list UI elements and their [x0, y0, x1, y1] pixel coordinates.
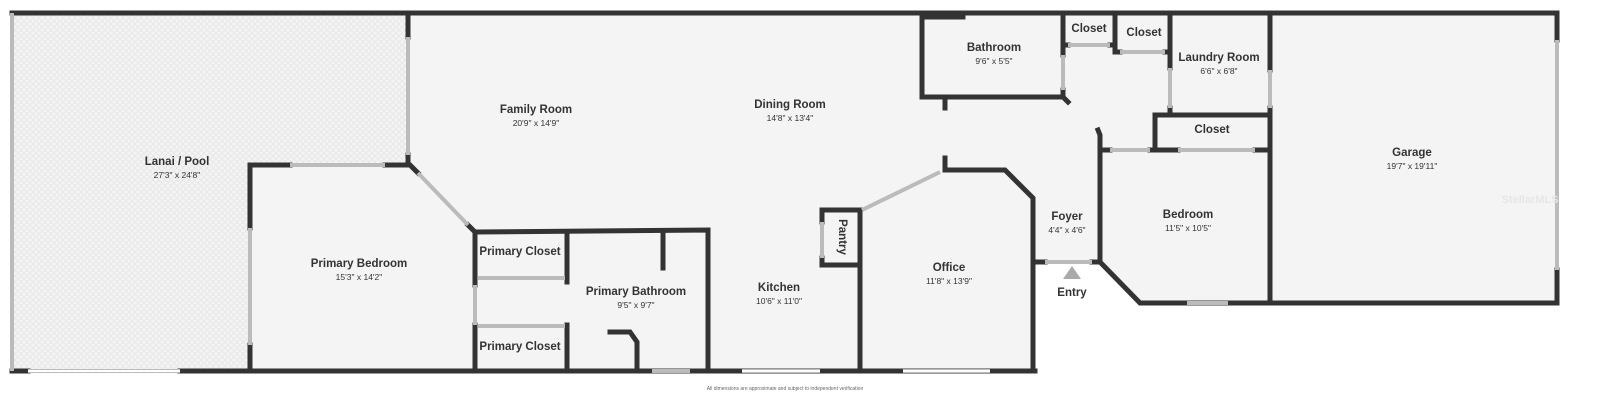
room-name: Primary Closet	[479, 246, 561, 258]
room-dims: 10'6" x 11'0"	[756, 296, 802, 306]
room-dims: 11'5" x 10'5"	[1164, 223, 1211, 233]
room-garage: Garage 19'7" x 19'11"	[1387, 147, 1438, 171]
room-dims: 19'7" x 19'11"	[1386, 161, 1438, 171]
room-dims: 9'5" x 9'7"	[617, 300, 655, 310]
room-dining: Dining Room 14'8" x 13'4"	[754, 99, 826, 123]
room-name: Lanai / Pool	[144, 156, 210, 168]
room-name: Primary Bedroom	[310, 258, 408, 270]
room-name: Dining Room	[754, 99, 826, 111]
room-name: Foyer	[1051, 211, 1083, 223]
room-bathroom: Bathroom 9'6" x 5'5"	[967, 42, 1021, 66]
room-closet-2: Closet	[1126, 27, 1161, 39]
room-kitchen: Kitchen 10'6" x 11'0"	[756, 282, 802, 306]
room-closet-1: Closet	[1071, 23, 1106, 35]
room-dims: 20'9" x 14'9"	[512, 118, 560, 128]
room-lanai: Lanai / Pool 27'3" x 24'8"	[145, 156, 210, 180]
room-name: Primary Closet	[479, 341, 561, 353]
room-primary-closet-2: Primary Closet	[479, 341, 560, 353]
room-dims: 9'6" x 5'5"	[975, 56, 1013, 66]
room-laundry: Laundry Room 6'6" x 6'8"	[1178, 52, 1259, 76]
room-name: Closet	[1194, 124, 1230, 136]
room-name: Laundry Room	[1178, 52, 1260, 64]
room-name: Office	[932, 262, 966, 274]
room-dims: 27'3" x 24'8"	[153, 170, 201, 180]
room-name: Bathroom	[966, 42, 1022, 54]
room-primary-closet-1: Primary Closet	[479, 246, 560, 258]
room-name: Pantry	[836, 219, 848, 255]
windows	[10, 13, 1559, 373]
entry-text: Entry	[1057, 287, 1087, 299]
room-closet-3: Closet	[1194, 124, 1229, 136]
room-dims: 4'4" x 4'6"	[1048, 225, 1086, 235]
room-bedroom: Bedroom 11'5" x 10'5"	[1163, 209, 1213, 233]
room-dims: 6'6" x 6'8"	[1200, 66, 1238, 76]
room-name: Family Room	[499, 104, 573, 116]
room-family: Family Room 20'9" x 14'9"	[500, 104, 572, 128]
room-dims: 15'3" x 14'2"	[335, 272, 383, 282]
entry-arrow-icon	[1063, 266, 1081, 279]
room-office: Office 11'8" x 13'9"	[926, 262, 972, 286]
room-dims: 14'8" x 13'4"	[766, 113, 814, 123]
room-name: Kitchen	[757, 282, 801, 294]
room-name: Closet	[1071, 23, 1107, 35]
walls	[9, 10, 1560, 374]
entry-label: Entry	[1057, 287, 1086, 299]
room-foyer: Foyer 4'4" x 4'6"	[1048, 211, 1085, 235]
room-name: Bedroom	[1162, 209, 1214, 221]
room-primary-bedroom: Primary Bedroom 15'3" x 14'2"	[311, 258, 408, 282]
watermark: StellarMLS	[1501, 194, 1559, 206]
room-name: Closet	[1126, 27, 1162, 39]
room-primary-bathroom: Primary Bathroom 9'5" x 9'7"	[586, 286, 686, 310]
room-name: Garage	[1392, 147, 1432, 159]
disclaimer: All dimensions are approximate and subje…	[706, 386, 864, 392]
room-dims: 11'8" x 13'9"	[926, 276, 972, 286]
room-pantry: Pantry	[836, 219, 848, 255]
room-name: Primary Bathroom	[585, 286, 687, 298]
